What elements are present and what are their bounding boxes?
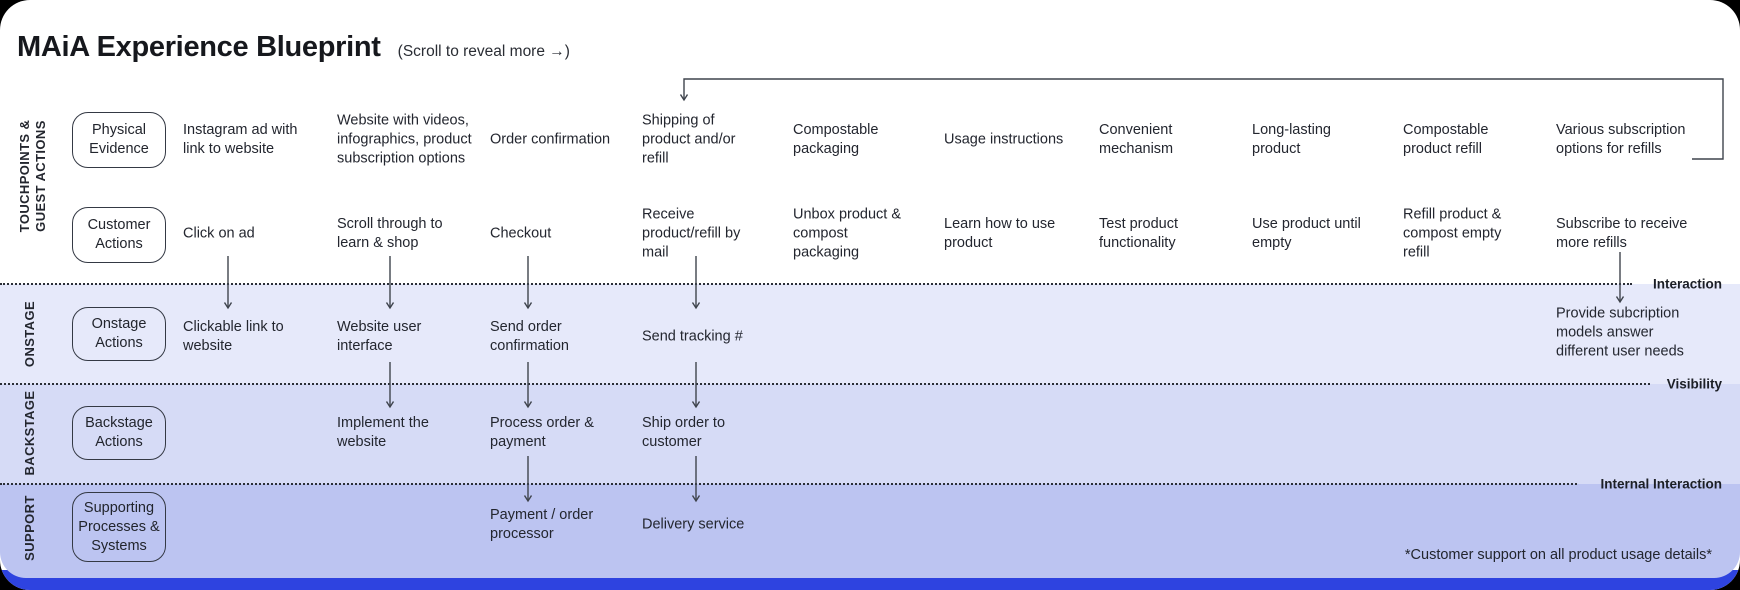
onstage-band	[0, 284, 1740, 384]
lane-label-onstage: ONSTAGE	[22, 300, 37, 368]
backstage-band	[0, 384, 1740, 484]
physical-evidence-item: Compostable packaging	[793, 122, 879, 157]
line-of-internal-interaction	[0, 483, 1577, 485]
backstage-action-item: Implement the website	[337, 415, 429, 450]
backstage-action-item: Process order & payment	[490, 415, 594, 450]
customer-action-item: Subscribe to receive more refills	[1556, 216, 1688, 251]
physical-evidence-item: Convenient mechanism	[1099, 122, 1174, 157]
onstage-action-item: Provide subcription models answer differ…	[1556, 305, 1684, 360]
customer-action-item: Scroll through to learn & shop	[337, 216, 443, 251]
lane-label-touchpoints: TOUCHPOINTS & GUEST ACTIONS	[17, 120, 49, 233]
support-process-item: Delivery service	[642, 516, 745, 533]
customer-action-item: Test product functionality	[1099, 216, 1178, 251]
backstage-action-item: Ship order to customer	[642, 415, 726, 450]
customer-action-item: Checkout	[490, 225, 552, 242]
onstage-action-item: Send order confirmation	[490, 319, 569, 354]
support-process-item: Payment / order processor	[490, 507, 594, 542]
physical-evidence-item: Website with videos, infographics, produ…	[337, 112, 472, 167]
row-header-onstage-actions: Onstage Actions	[72, 307, 166, 361]
physical-evidence-item: Compostable product refill	[1403, 122, 1489, 157]
support-band	[0, 484, 1740, 578]
physical-evidence-item: Order confirmation	[490, 131, 611, 148]
lane-label-touchpoints-line1: TOUCHPOINTS &	[17, 119, 32, 233]
lane-label-touchpoints-line2: GUEST ACTIONS	[33, 120, 48, 232]
lane-label-support: SUPPORT	[22, 495, 37, 561]
customer-action-item: Use product until empty	[1252, 216, 1361, 251]
physical-evidence-item: Various subscription options for refills	[1556, 122, 1686, 157]
row-header-backstage-actions: Backstage Actions	[72, 406, 166, 460]
onstage-action-item: Clickable link to website	[183, 319, 284, 354]
customer-action-item: Click on ad	[183, 225, 255, 242]
row-header-supporting-processes: Supporting Processes & Systems	[72, 492, 166, 562]
onstage-action-item: Website user interface	[337, 319, 422, 354]
header: MAiA Experience Blueprint (Scroll to rev…	[17, 31, 570, 64]
customer-action-item: Receive product/refill by mail	[642, 206, 741, 261]
physical-evidence-item: Usage instructions	[944, 131, 1064, 148]
interaction-label: Interaction	[1652, 276, 1722, 292]
customer-support-footnote: *Customer support on all product usage d…	[1404, 547, 1712, 563]
row-header-customer-actions: Customer Actions	[72, 207, 166, 263]
customer-action-item: Refill product & compost empty refill	[1403, 206, 1502, 261]
customer-action-item: Unbox product & compost packaging	[793, 206, 902, 261]
onstage-action-item: Send tracking #	[642, 328, 743, 345]
physical-evidence-item: Long-lasting product	[1252, 122, 1331, 157]
physical-evidence-item: Instagram ad with link to website	[183, 122, 298, 157]
visibility-label: Visibility	[1666, 376, 1722, 392]
row-header-physical-evidence: Physical Evidence	[72, 112, 166, 168]
line-of-visibility	[0, 383, 1650, 385]
lane-label-backstage: BACKSTAGE	[22, 390, 37, 476]
physical-evidence-item: Shipping of product and/or refill	[642, 112, 736, 167]
line-of-interaction	[0, 283, 1632, 285]
page-title: MAiA Experience Blueprint	[17, 31, 381, 63]
scroll-hint: (Scroll to reveal more →)	[397, 43, 570, 60]
customer-action-item: Learn how to use product	[944, 216, 1056, 251]
internal-interaction-label: Internal Interaction	[1600, 476, 1722, 492]
